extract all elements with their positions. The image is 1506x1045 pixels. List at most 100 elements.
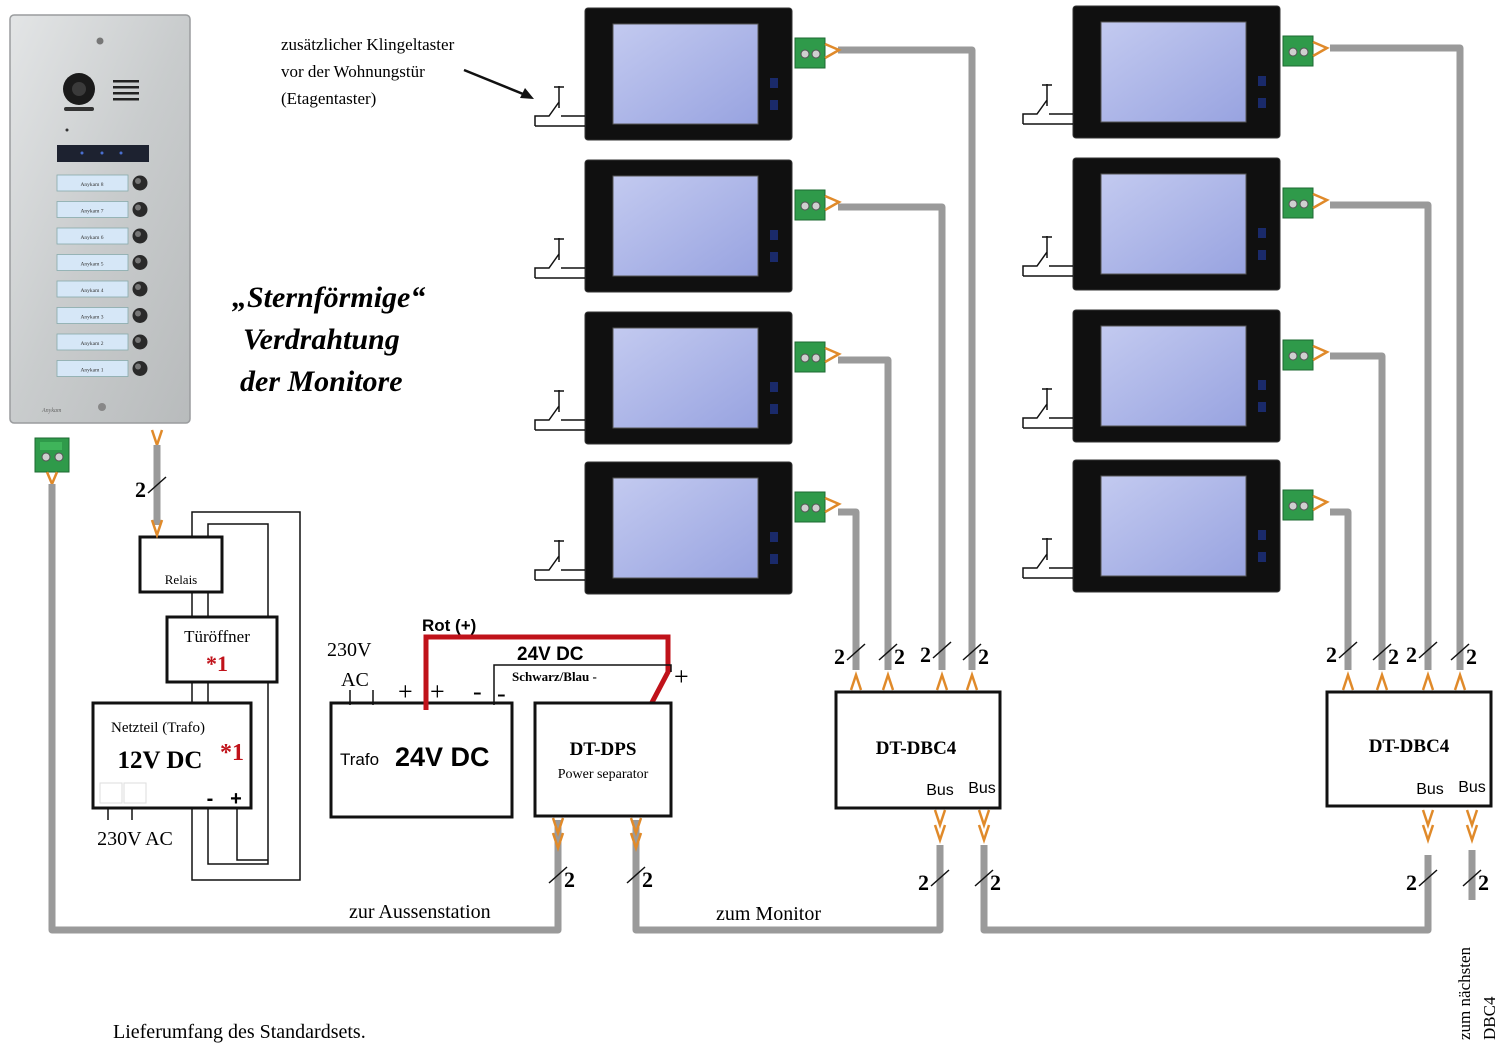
- nameplate-label: Anykam 6: [80, 235, 103, 241]
- door-opener-label: Türöffner: [184, 627, 250, 646]
- floor-button-icon: [534, 540, 585, 581]
- dbc4-right-bus-2: Bus: [1458, 779, 1486, 796]
- monitor-screen: [612, 23, 759, 125]
- monitor-screen: [1100, 475, 1247, 577]
- floor-button-icon: [534, 390, 585, 431]
- title-line-3: der Monitore: [240, 365, 403, 398]
- dbc4-right-bus-1: Bus: [1416, 781, 1444, 798]
- dbc4-left-label: DT-DBC4: [876, 738, 957, 759]
- touch-button-icon: [1258, 76, 1266, 86]
- monitor-terminal-block: [794, 341, 842, 373]
- nameplate-1: Anykam 1: [56, 360, 148, 377]
- nameplate-label: Anykam 3: [80, 315, 103, 321]
- wire-count-label: 2: [878, 643, 905, 669]
- nameplate-label: Anykam 5: [80, 262, 103, 268]
- relay-label: Relais: [165, 572, 198, 587]
- monitor-screen: [612, 477, 759, 579]
- psu-plus: +: [230, 788, 242, 810]
- power-separator-box: DT-DPS Power separator: [533, 701, 673, 818]
- trafo-input-ac: AC: [341, 669, 369, 691]
- monitor-right-3: [1022, 309, 1330, 443]
- annotation-line-2: vor der Wohnungstür: [281, 62, 425, 81]
- touch-button-icon: [770, 252, 778, 262]
- monitor-terminal-block: [1282, 489, 1330, 521]
- monitor-terminal-block: [794, 189, 842, 221]
- relay-wiring: [191, 511, 301, 881]
- distributor-dbc4-right: DT-DBC4 Bus Bus: [1325, 690, 1493, 808]
- monitor-left-1: [534, 7, 842, 141]
- floor-button-icon: [1022, 538, 1073, 579]
- nameplate-8: Anykam 8: [56, 174, 148, 192]
- psu-value: 12V DC: [118, 747, 203, 774]
- camera-icon: [63, 73, 95, 111]
- floor-button-icon: [1022, 84, 1073, 125]
- floor-button-annotation: zusätzlicher Klingeltaster vor der Wohnu…: [281, 35, 534, 108]
- wire-count-label: 2: [548, 866, 575, 892]
- wire-count-label: 2: [920, 641, 952, 667]
- red-wire-label: Rot (+): [422, 616, 476, 635]
- dbc4-left-bus-1: Bus: [926, 782, 954, 799]
- monitor-left-2: [534, 159, 842, 293]
- wire-count-label: 2: [918, 869, 950, 895]
- monitor-terminal-block: [1282, 187, 1330, 219]
- floor-button-icon: [534, 238, 585, 279]
- svg-text:2: 2: [990, 870, 1001, 895]
- to-monitor-label: zum Monitor: [716, 903, 821, 925]
- touch-button-icon: [1258, 228, 1266, 238]
- monitor-left-4: [534, 461, 842, 595]
- red-positive-wire: [423, 634, 671, 712]
- svg-text:2: 2: [1466, 644, 1477, 669]
- svg-text:2: 2: [1326, 642, 1337, 667]
- nameplate-label: Anykam 1: [80, 368, 103, 374]
- screw-icon: [98, 403, 106, 411]
- wire-count-label: 2: [1450, 643, 1477, 669]
- nameplate-label: Anykam 7: [80, 209, 103, 215]
- monitor-terminal-block: [794, 37, 842, 69]
- monitor-right-4: [1022, 459, 1330, 593]
- nameplate-4: Anykam 4: [56, 280, 148, 298]
- monitor-screen: [612, 175, 759, 277]
- touch-button-icon: [770, 532, 778, 542]
- dps-sub: Power separator: [558, 767, 649, 782]
- transformer-24v-box: Trafo 24V DC 230V AC + -: [327, 639, 514, 819]
- svg-text:2: 2: [1406, 642, 1417, 667]
- touch-button-icon: [770, 404, 778, 414]
- nameplate-label: Anykam 4: [80, 288, 103, 294]
- touch-button-icon: [770, 78, 778, 88]
- svg-text:2: 2: [834, 644, 845, 669]
- touch-button-icon: [1258, 552, 1266, 562]
- wire-count-label: 2: [1372, 643, 1399, 669]
- title-line-1: „Sternförmige“: [232, 281, 425, 314]
- to-outdoor-station-label: zur Aussenstation: [349, 901, 491, 923]
- touch-button-icon: [770, 554, 778, 564]
- speaker-grille-icon: [113, 80, 139, 101]
- dbc4-right-label: DT-DBC4: [1369, 736, 1450, 757]
- dc-label: 24V DC: [517, 644, 584, 665]
- trafo-minus: -: [473, 677, 482, 706]
- nameplate-label: Anykam 8: [80, 182, 103, 188]
- wire-count-label: 2: [1406, 869, 1438, 895]
- footer-note: Lieferumfang des Standardsets.: [113, 1021, 366, 1043]
- svg-text:2: 2: [564, 867, 575, 892]
- wire-count-label: 2: [135, 476, 167, 502]
- psu-input: 230V AC: [97, 828, 173, 850]
- wire-count-label: 2: [1406, 641, 1438, 667]
- panel-terminal-block: [34, 437, 70, 473]
- dps-plus-out: +: [674, 662, 689, 691]
- dps-name: DT-DPS: [570, 739, 637, 760]
- annotation-line-3: (Etagentaster): [281, 89, 376, 108]
- monitor-left-3: [534, 311, 842, 445]
- dps-plus-in: +: [430, 677, 445, 706]
- to-next-dbc4-label-2: DBC4: [1480, 996, 1499, 1040]
- svg-text:2: 2: [1478, 870, 1489, 895]
- svg-text:2: 2: [918, 870, 929, 895]
- nameplate-5: Anykam 5: [56, 254, 148, 271]
- touch-button-icon: [1258, 380, 1266, 390]
- touch-button-icon: [1258, 530, 1266, 540]
- trafo-value: 24V DC: [395, 742, 490, 772]
- svg-text:2: 2: [642, 867, 653, 892]
- trafo-prefix: Trafo: [340, 750, 379, 769]
- wire-count-label: 2: [974, 869, 1001, 895]
- title-line-2: Verdrahtung: [243, 323, 400, 356]
